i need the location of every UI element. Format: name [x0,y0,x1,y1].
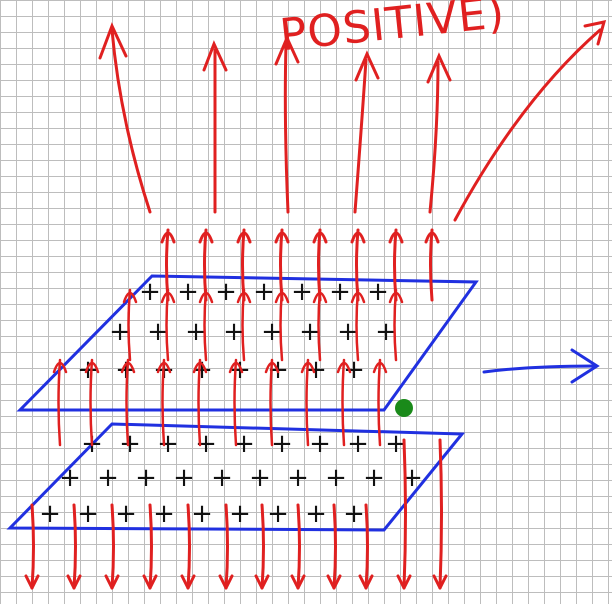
arrow-up-icon [156,358,172,447]
plus-sign: + [253,277,275,307]
plus-sign: + [191,355,213,385]
plus-sign: + [59,463,81,493]
arrow-down-icon [142,503,158,590]
plus-sign: + [337,317,359,347]
plus-sign: + [363,463,385,493]
plus-sign: + [135,463,157,493]
plus-sign: + [271,429,293,459]
plus-sign: + [215,277,237,307]
plus-sign: + [305,355,327,385]
arrow-up-icon [84,358,100,447]
plus-sign: + [291,277,313,307]
field-line [98,22,152,214]
plus-sign: + [139,277,161,307]
plus-sign: + [267,499,289,529]
plus-sign: + [177,277,199,307]
arrow-down-icon [290,503,306,590]
field-line [426,52,452,214]
arrow-down-icon [254,503,270,590]
plus-sign: + [185,317,207,347]
plus-sign: + [153,499,175,529]
arrow-up-icon [312,288,328,362]
plus-sign: + [287,463,309,493]
arrow-up-icon [236,288,252,362]
bottom-plate [6,422,466,532]
arrow-up-icon [274,288,290,362]
plus-sign: + [119,429,141,459]
plus-sign: + [191,499,213,529]
plus-sign: + [299,317,321,347]
arrow-up-icon [160,288,176,362]
arrow-down-icon [432,438,448,590]
plus-sign: + [97,463,119,493]
arrow-up-icon [228,358,244,447]
arrow-up-icon [198,288,214,362]
plus-sign: + [367,277,389,307]
arrow-down-icon [396,438,412,590]
plus-sign: + [109,317,131,347]
arrow-up-icon [122,288,138,362]
arrow-up-icon [350,288,366,362]
plus-sign: + [309,429,331,459]
near-field-lines [24,228,448,590]
plus-sign: + [115,499,137,529]
field-line [453,20,607,222]
plus-sign: + [385,429,407,459]
arrow-up-icon [52,358,68,447]
arrow-up-icon [192,358,208,447]
arrow-down-icon [326,503,342,590]
far-field-lines [98,20,607,222]
arrow-down-icon [358,503,374,590]
plus-sign: + [329,277,351,307]
plus-sign: + [115,355,137,385]
arrow-up-icon [264,358,280,447]
arrow-up-icon [336,358,352,447]
plus-sign: + [173,463,195,493]
plus-sign: + [343,499,365,529]
arrow-right-icon [482,348,600,384]
plus-sign: + [39,499,61,529]
plus-sign: + [325,463,347,493]
plus-sign: + [229,499,251,529]
plus-sign: + [249,463,271,493]
arrow-up-icon [300,358,316,447]
plus-sign: + [305,499,327,529]
arrow-down-icon [104,503,120,590]
arrow-down-icon [180,503,196,590]
arrow-down-icon [218,503,234,590]
charge-marks: ++++++++++++++++++++++++++++++++++++++++… [39,277,423,529]
plus-sign: + [77,499,99,529]
positive-label: POSITIVE) [277,0,507,61]
arrow-up-icon [424,228,440,302]
field-line [274,34,300,214]
arrow-up-icon [372,358,388,447]
plus-sign: + [147,317,169,347]
field-line [202,40,228,214]
arrow-up-icon [120,358,136,447]
plus-sign: + [261,317,283,347]
arrow-down-icon [66,503,82,590]
plus-sign: + [375,317,397,347]
plus-sign: + [347,429,369,459]
field-line [353,50,380,214]
plus-sign: + [157,429,179,459]
test-point [395,399,413,417]
arrow-up-icon [388,288,404,362]
plus-sign: + [211,463,233,493]
arrow-down-icon [24,503,40,590]
plus-sign: + [233,429,255,459]
plus-sign: + [343,355,365,385]
plus-sign: + [223,317,245,347]
